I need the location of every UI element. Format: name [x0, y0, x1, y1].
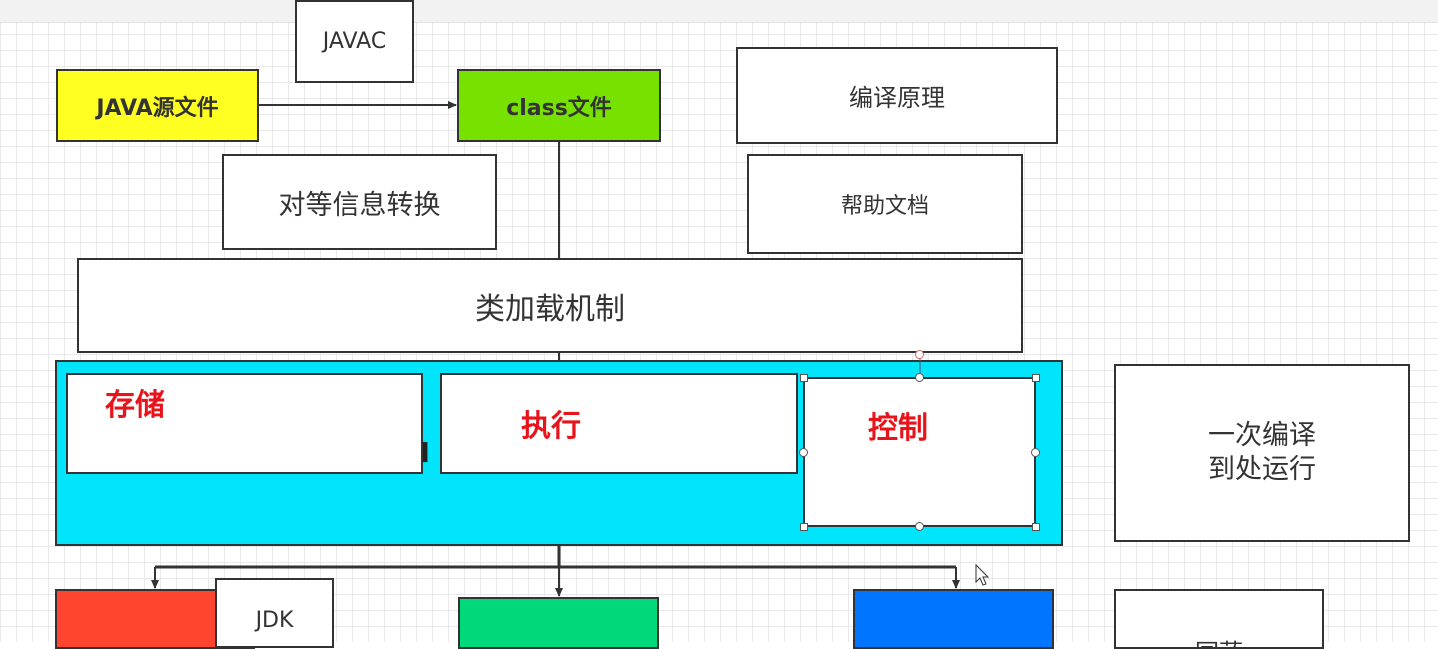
- resize-handle-w[interactable]: [799, 448, 808, 457]
- write-once-line1: 一次编译: [1208, 420, 1316, 451]
- bottom-right-partial-text: 园萨: [1195, 633, 1243, 647]
- java-source-box[interactable]: JAVA源文件: [56, 69, 259, 142]
- help-doc-box[interactable]: 帮助文档: [747, 154, 1023, 254]
- rotate-handle[interactable]: [915, 350, 924, 359]
- control-box[interactable]: [803, 377, 1036, 527]
- control-label: 控制: [868, 411, 928, 446]
- write-once-line2: 到处运行: [1208, 454, 1316, 485]
- equivalent-conversion-box[interactable]: 对等信息转换: [222, 154, 497, 250]
- execute-box[interactable]: [440, 373, 798, 474]
- compile-principle-box[interactable]: 编译原理: [736, 47, 1058, 144]
- storage-box[interactable]: [66, 373, 423, 474]
- class-loading-box[interactable]: 类加载机制: [77, 258, 1023, 353]
- green-box[interactable]: [458, 597, 659, 649]
- write-once-box[interactable]: 一次编译 到处运行: [1114, 364, 1410, 542]
- jdk-box[interactable]: JDK: [215, 578, 334, 648]
- storage-label: 存储: [105, 388, 165, 423]
- class-file-box[interactable]: class文件: [457, 69, 661, 142]
- execute-label: 执行: [521, 409, 581, 444]
- blue-box[interactable]: [853, 589, 1054, 649]
- resize-handle-n[interactable]: [915, 373, 924, 382]
- resize-handle-nw[interactable]: [800, 374, 808, 382]
- javac-box[interactable]: JAVAC: [295, 0, 414, 83]
- resize-handle-e[interactable]: [1031, 448, 1040, 457]
- resize-handle-ne[interactable]: [1032, 374, 1040, 382]
- resize-handle-s[interactable]: [915, 522, 924, 531]
- resize-handle-se[interactable]: [1032, 523, 1040, 531]
- resize-handle-sw[interactable]: [800, 523, 808, 531]
- bottom-right-box[interactable]: 园萨: [1114, 589, 1324, 649]
